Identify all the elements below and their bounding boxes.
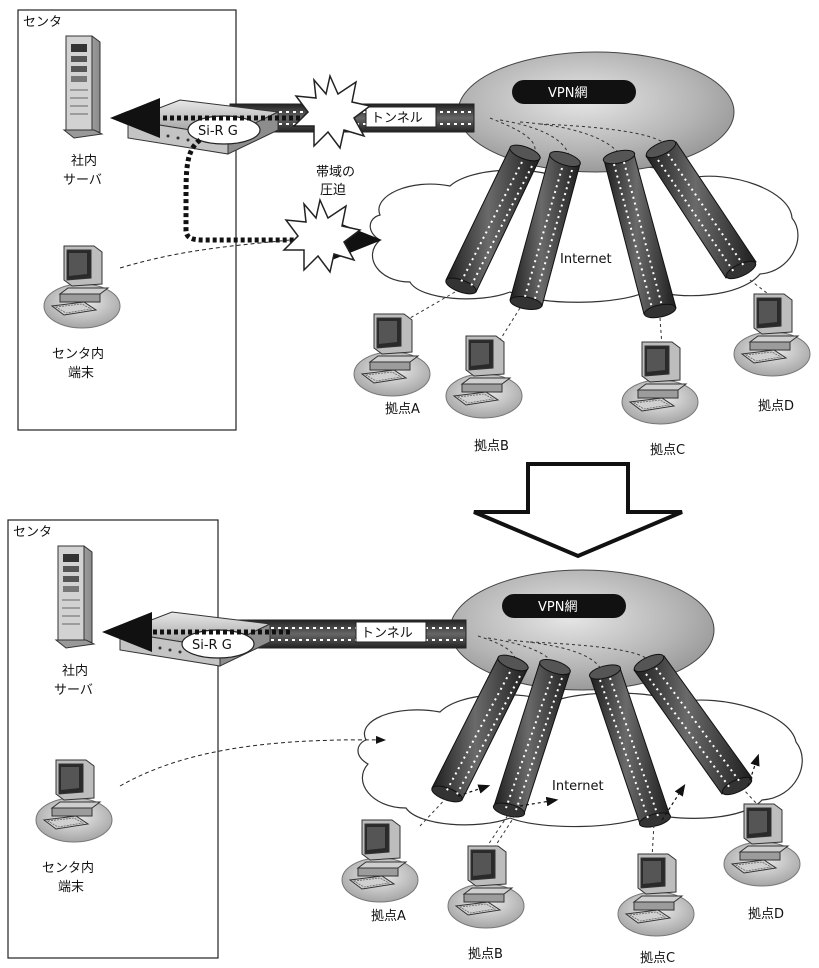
terminal-pc-icon [43, 245, 121, 329]
server-label-2-1: 社内 [62, 663, 88, 679]
site-c-pc-icon [621, 341, 699, 425]
site-c-label: 拠点C [650, 443, 685, 458]
vpn-label-box [512, 80, 636, 104]
router-label-bubble [187, 115, 261, 145]
congestion-label-1: 帯域の [316, 165, 355, 180]
terminal-link [119, 239, 291, 269]
site-d-pc-icon-2 [723, 803, 801, 887]
site-tunnel-c [602, 149, 677, 319]
site-tunnel-d-2 [633, 653, 753, 796]
site-d-pc-icon [733, 293, 811, 377]
server-icon-2 [55, 545, 95, 649]
site-tunnel-b-2 [492, 658, 571, 818]
center-label: センタ [23, 15, 62, 30]
server-label-1: 社内 [71, 153, 97, 169]
vpn-label-box-2 [502, 594, 626, 618]
site-b-label-2: 拠点B [468, 947, 503, 962]
site-d-label-2: 拠点D [748, 907, 784, 922]
terminal-pc-icon-2 [35, 759, 113, 843]
tunnel-label-box [365, 106, 437, 128]
router-label: Si-R G [198, 124, 238, 139]
flow-arrow-to-internet [183, 137, 382, 260]
terminal-label-2-2: 端末 [58, 880, 84, 895]
congestion-burst-2 [283, 199, 361, 273]
tunnel-label-box-2 [355, 621, 427, 643]
congestion-label-2: 圧迫 [320, 183, 346, 198]
router-label-2: Si-R G [192, 638, 232, 653]
tunnel-label: トンネル [371, 111, 423, 126]
site-a-pc-icon [353, 313, 431, 397]
center-box-2 [7, 519, 219, 959]
terminal-link-2 [119, 735, 386, 787]
internet-label-2: Internet [552, 779, 604, 794]
terminal-label-2: 端末 [68, 366, 94, 381]
top-panel: センタ Internet VPN網 トンネル Si-R G 社内 サーバ センタ… [17, 9, 811, 458]
site-a-label: 拠点A [385, 402, 420, 417]
site-c-pc-icon-2 [617, 853, 695, 937]
center-box [17, 9, 237, 431]
terminal-label-1: センタ内 [52, 346, 104, 362]
site-tunnel-a-2 [431, 654, 529, 803]
site-tunnel-d [645, 139, 757, 280]
site-tunnel-a [445, 144, 541, 295]
vpn-label-2: VPN網 [538, 600, 577, 615]
tunnel-label-2: トンネル [361, 626, 413, 641]
transition-arrow [473, 462, 683, 559]
internet-label: Internet [560, 252, 612, 267]
terminal-label-2-1: センタ内 [42, 860, 94, 876]
site-c-label-2: 拠点C [640, 951, 675, 966]
vpn-label: VPN網 [548, 86, 587, 101]
server-icon [63, 35, 103, 139]
vpn-cloud [457, 51, 735, 173]
site-b-label: 拠点B [474, 439, 509, 454]
server-label-2: サーバ [63, 173, 102, 188]
site-b-pc-icon [445, 335, 523, 419]
center-label-2: センタ [13, 525, 52, 540]
site-tunnel-c-2 [588, 664, 672, 828]
site-a-pc-icon-2 [341, 819, 419, 903]
site-b-pc-icon-2 [447, 845, 525, 929]
site-tunnel-b [509, 150, 581, 311]
site-d-label: 拠点D [758, 399, 794, 414]
site-a-label-2: 拠点A [371, 909, 406, 924]
server-label-2-2: サーバ [54, 683, 93, 698]
bottom-panel: センタ Internet VPN網 トンネル Si-R G 社内 サーバ センタ… [7, 519, 803, 966]
